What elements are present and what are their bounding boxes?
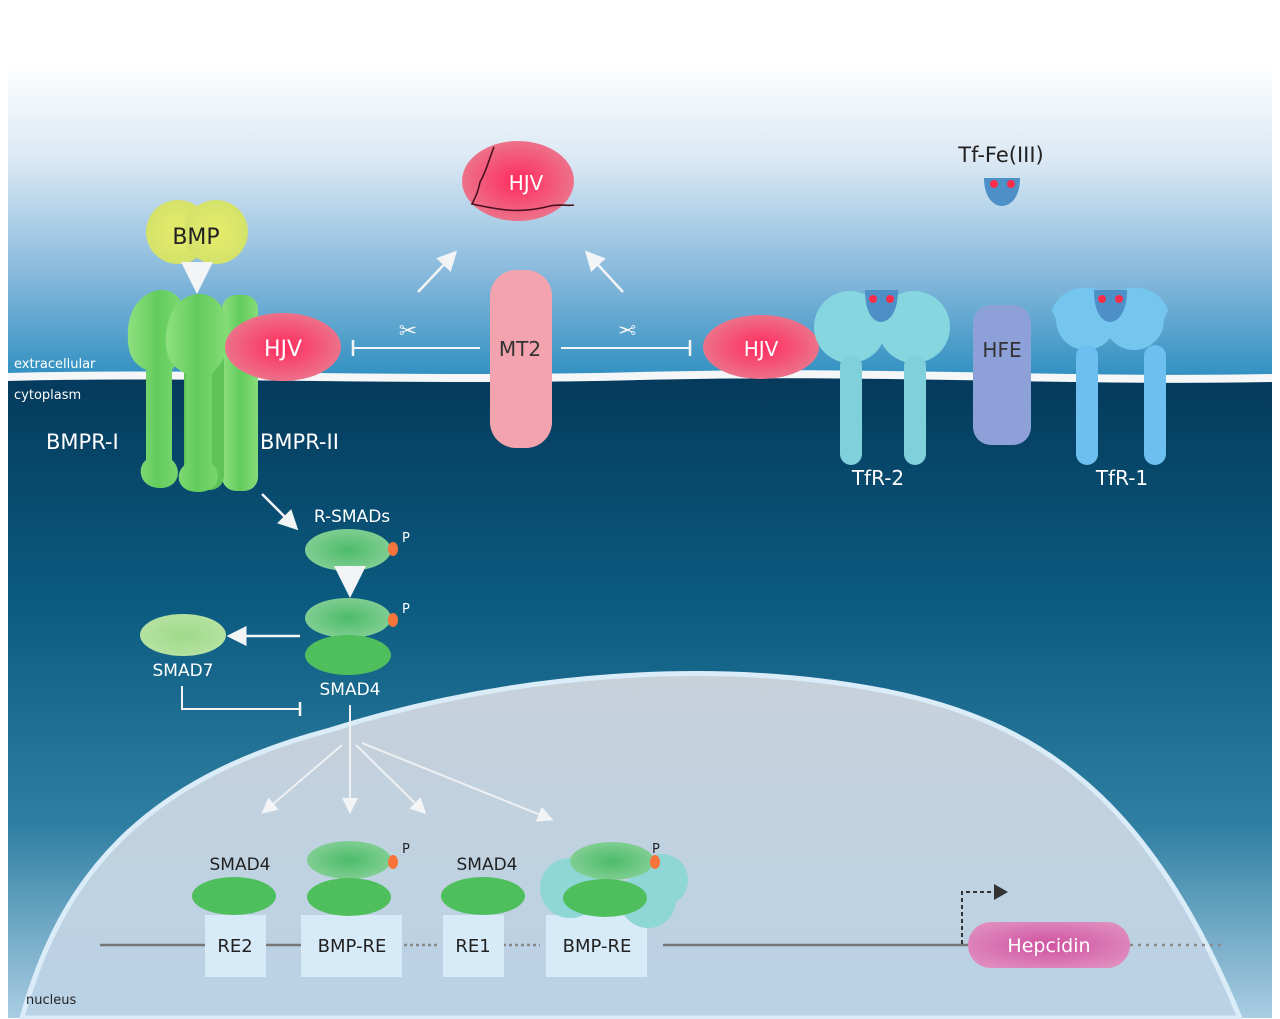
label-extracellular: extracellular [14,357,96,372]
inhibition-mt2-hjv-right [561,340,692,356]
tfr1-receptor [1052,287,1168,465]
smad4-on-re1 [441,877,525,915]
bmpr2-label: BMPR-II [260,430,339,454]
nuclear-translocation-arrows [261,705,554,822]
hjv-left-label: HJV [264,337,302,362]
label-cytoplasm: cytoplasm [14,388,81,403]
tf-fe-label: Tf-Fe(III) [957,143,1043,167]
tfr2-receptor [814,290,950,465]
bmp-label: BMP [172,225,219,250]
hepcidin-label: Hepcidin [1007,935,1090,957]
scissors-icon-right: ✂ [618,319,636,344]
re-element-bmp-re-2: BMP-RE [546,915,647,977]
inhibition-mt2-hjv-left [351,340,480,356]
hjv-cleaved-label: HJV [509,171,544,195]
scissors-icon-left: ✂ [399,319,417,344]
cleavage-arrow-right [584,250,624,293]
smad-complex-bmp-re-2: P [540,842,688,928]
smad4-cytoplasm-label: SMAD4 [320,680,381,700]
hfe-label: HFE [982,338,1021,362]
bmp-ligand: BMP [146,200,248,264]
hjv-cleaved: HJV [462,141,575,221]
smad7-label: SMAD7 [153,661,214,681]
re1-label: RE1 [455,936,490,957]
smad7 [140,614,226,656]
mt2-label: MT2 [499,337,541,361]
bmp-receptor-complex [127,290,258,492]
tfr1-label: TfR-1 [1095,466,1148,490]
smad7-inhibition [181,686,302,716]
hjv-membrane-right: HJV [703,315,819,379]
bmp-re-1-label: BMP-RE [318,936,387,957]
re2-label: RE2 [217,936,252,957]
hjv-right-label: HJV [744,337,779,361]
bmpr1-label: BMPR-I [46,430,119,454]
smad4-re1-label: SMAD4 [457,855,518,875]
re-element-re1: RE1 [443,915,504,977]
re-element-re2: RE2 [205,915,266,977]
smad4-on-re2 [192,877,276,915]
phospho-label-4: P [652,842,660,857]
label-nucleus: nucleus [26,993,76,1008]
smad4-re2-label: SMAD4 [210,855,271,875]
phospho-label-2: P [402,602,410,617]
r-smad-phosphorylated: P [305,529,410,571]
smad-complex-cytoplasm: P [305,598,410,675]
mt2-protease: MT2 [490,270,552,448]
hjv-membrane-left: HJV [225,313,341,381]
r-smads-label: R-SMADs [314,507,390,527]
bmp-re-2-label: BMP-RE [563,936,632,957]
smad-complex-bmp-re-1: P [307,841,410,916]
transferrin-iron [984,178,1020,206]
phospho-label-1: P [402,531,410,546]
receptor-to-rsmad-arrow [261,493,299,531]
re-element-bmp-re-1: BMP-RE [301,915,402,977]
hepcidin-gene: Hepcidin [968,922,1130,968]
phospho-label-3: P [402,842,410,857]
transcription-start-arrow [961,884,1008,944]
hfe-protein: HFE [973,305,1031,445]
cleavage-arrow-left [417,250,458,293]
tfr2-label: TfR-2 [851,466,904,490]
cell-membrane [8,370,1272,383]
